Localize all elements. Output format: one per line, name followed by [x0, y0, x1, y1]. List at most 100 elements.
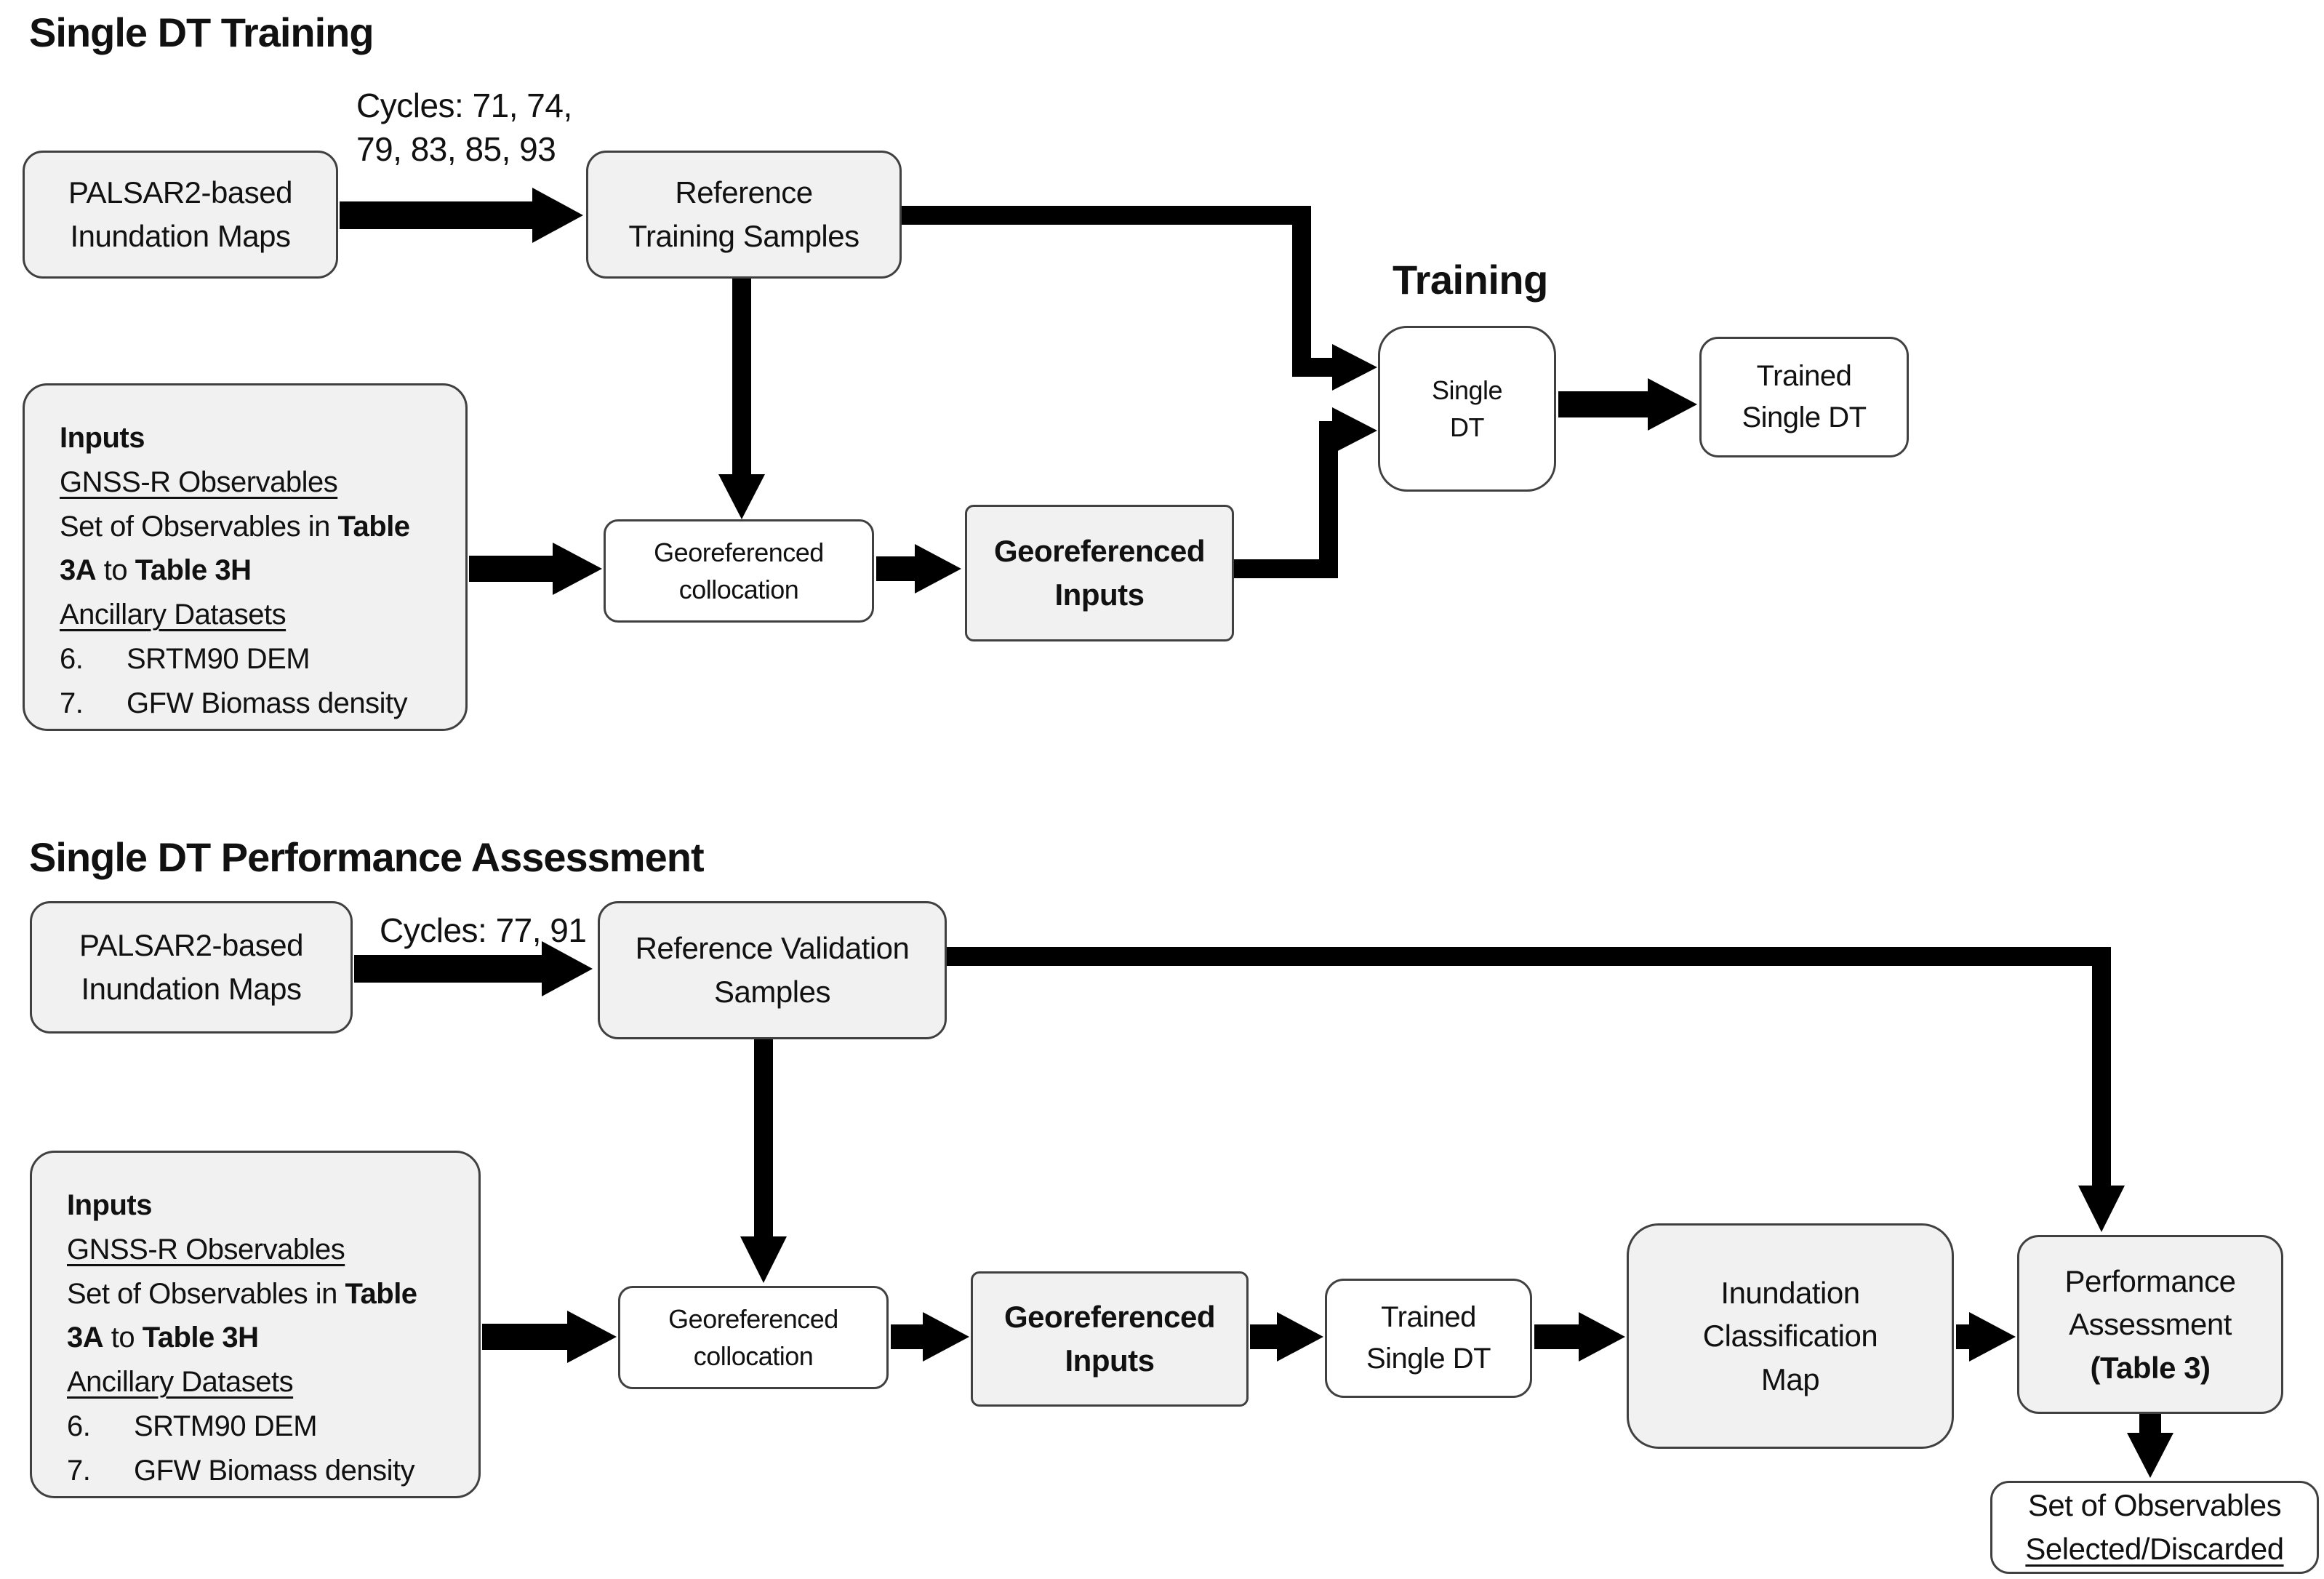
inputs-item: 6. SRTM90 DEM [67, 1404, 318, 1449]
box-text: Georeferenced [994, 534, 1205, 569]
arrow-trained-dt-to-inundation-head [1579, 1312, 1625, 1362]
box-text: DT [1450, 412, 1485, 442]
connector-reference-validation-to-performance [947, 947, 2111, 1187]
box-set-of-observables: Set of Observables Selected/Discarded [1990, 1481, 2319, 1574]
inputs-observables-line: Set of Observables in Table 3A to Table … [60, 505, 444, 593]
box-text: Inundation Maps [81, 972, 302, 1006]
inputs-text: to [103, 1322, 143, 1354]
box-text: Inputs [1065, 1343, 1155, 1378]
connector-reference-training-to-single-dt-head [1332, 344, 1377, 391]
box-text: Single DT [1366, 1343, 1491, 1375]
inputs-item-text: SRTM90 DEM [127, 642, 310, 675]
box-text: Trained [1756, 360, 1852, 393]
inputs-item-text: GFW Biomass density [134, 1454, 415, 1487]
inputs-heading: Inputs [67, 1189, 152, 1221]
section-title-training: Single DT Training [29, 9, 374, 55]
box-trained-single-dt-assessment: Trained Single DT [1325, 1279, 1532, 1398]
connector-reference-training-to-single-dt [902, 206, 1334, 377]
box-text: Training Samples [628, 219, 860, 253]
box-reference-training-samples: Reference Training Samples [586, 151, 902, 279]
box-palsar2-inundation-maps-training: PALSAR2-based Inundation Maps [23, 151, 338, 279]
box-single-dt: Single DT [1378, 326, 1556, 492]
inputs-item-number: 6. [60, 642, 84, 675]
cycles-label-training-line2: 79, 83, 85, 93 [356, 129, 556, 168]
box-text: Samples [714, 975, 830, 1009]
inputs-gnssr-subheading: GNSS-R Observables [67, 1233, 345, 1266]
inputs-table-ref: Table 3A [60, 510, 410, 587]
inputs-table-ref: Table 3A [67, 1277, 417, 1354]
inputs-item: 7. GFW Biomass density [67, 1449, 415, 1493]
box-text: Inundation [1720, 1275, 1860, 1310]
box-inputs-training: Inputs GNSS-R Observables Set of Observa… [23, 383, 468, 731]
box-text: Inundation Maps [70, 219, 291, 253]
inputs-item-text: GFW Biomass density [127, 687, 408, 719]
box-text: Assessment [2069, 1307, 2232, 1342]
box-georeferenced-inputs-assessment: Georeferenced Inputs [971, 1271, 1249, 1407]
section-title-assessment: Single DT Performance Assessment [29, 834, 705, 880]
inputs-table-ref: Table 3H [142, 1322, 259, 1354]
box-text: Georeferenced [1004, 1300, 1215, 1335]
inputs-item-number: 7. [67, 1454, 91, 1487]
arrow-collocation-to-geo-inputs-head [915, 544, 961, 593]
inputs-table-ref: Table 3H [135, 554, 252, 587]
inputs-ancillary-subheading: Ancillary Datasets [67, 1366, 294, 1399]
box-text: Single [1431, 375, 1503, 405]
box-text: Classification [1702, 1319, 1878, 1354]
box-text: Trained [1381, 1301, 1476, 1334]
arrow-single-dt-to-trained-head [1648, 378, 1697, 431]
cycles-label-training: Cycles: 71, 74, 79, 83, 85, 93 [356, 84, 572, 172]
inputs-text: to [96, 554, 135, 587]
box-text: Georeferenced [654, 537, 824, 567]
inputs-item-number: 7. [60, 687, 84, 719]
cycles-label-assessment: Cycles: 77, 91 [380, 911, 587, 949]
arrow-collocation-to-geo-inputs-bottom-head [923, 1312, 969, 1362]
inputs-ancillary-subheading: Ancillary Datasets [60, 599, 287, 631]
inputs-item-number: 6. [67, 1410, 91, 1442]
inputs-item-text: SRTM90 DEM [134, 1410, 318, 1442]
arrow-inputs-to-collocation-bottom-head [567, 1311, 617, 1363]
box-text-selected-discarded: Selected/Discarded [2025, 1532, 2284, 1566]
box-text: PALSAR2-based [79, 928, 303, 963]
arrow-performance-to-set-observables-head [2127, 1433, 2173, 1478]
arrow-inundation-to-performance-head [1969, 1312, 2016, 1362]
connector-geo-inputs-to-single-dt [1234, 421, 1338, 578]
box-text: PALSAR2-based [68, 175, 292, 210]
box-text: Georeferenced [668, 1303, 838, 1334]
stage-label-training: Training [1393, 257, 1548, 303]
box-reference-validation-samples: Reference Validation Samples [598, 901, 947, 1039]
arrow-inputs-to-collocation-head [553, 543, 602, 595]
box-text-table-ref: (Table 3) [2090, 1350, 2211, 1385]
cycles-label-training-line1: Cycles: 71, 74, [356, 87, 572, 124]
box-inputs-assessment: Inputs GNSS-R Observables Set of Observa… [30, 1151, 481, 1498]
box-performance-assessment: Performance Assessment (Table 3) [2017, 1235, 2283, 1414]
arrow-geo-inputs-to-trained-dt-head [1277, 1312, 1323, 1362]
arrow-palsar2-to-reference-training-head [532, 188, 583, 243]
box-text: Reference Validation [635, 931, 910, 966]
box-text: collocation [693, 1341, 814, 1371]
box-text: Map [1760, 1362, 1820, 1396]
inputs-observables-line: Set of Observables in Table 3A to Table … [67, 1272, 457, 1361]
inputs-text: Set of Observables in [60, 510, 338, 543]
connector-geo-inputs-to-single-dt-head [1332, 407, 1377, 454]
inputs-gnssr-subheading: GNSS-R Observables [60, 465, 338, 498]
inputs-item: 7. GFW Biomass density [60, 681, 408, 726]
box-text: Single DT [1742, 401, 1867, 433]
box-text: Reference [675, 175, 813, 210]
box-text: Set of Observables [2027, 1488, 2282, 1523]
arrow-palsar2-to-reference-validation-head [542, 941, 593, 996]
box-text: Performance [2064, 1263, 2236, 1298]
box-georeferenced-collocation-training: Georeferenced collocation [604, 519, 874, 623]
box-text: collocation [678, 575, 799, 604]
inputs-item: 6. SRTM90 DEM [60, 637, 310, 681]
inputs-text: Set of Observables in [67, 1277, 345, 1310]
box-inundation-classification-map: Inundation Classification Map [1627, 1223, 1954, 1449]
arrow-reference-training-to-collocation-head [718, 474, 765, 519]
connector-reference-validation-to-performance-head [2078, 1186, 2125, 1232]
box-palsar2-inundation-maps-assessment: PALSAR2-based Inundation Maps [30, 901, 353, 1034]
inputs-heading: Inputs [60, 422, 145, 454]
box-georeferenced-inputs-training: Georeferenced Inputs [965, 505, 1234, 641]
box-georeferenced-collocation-assessment: Georeferenced collocation [618, 1286, 889, 1389]
arrow-reference-validation-to-collocation-head [740, 1236, 787, 1283]
